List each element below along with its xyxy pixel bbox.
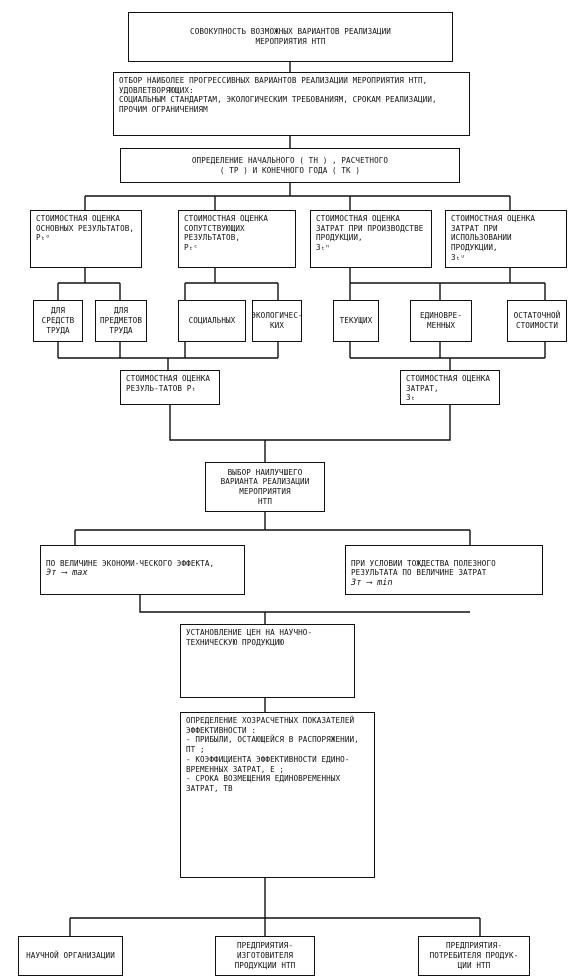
science-org-box: НАУЧНОЙ ОРГАНИЗАЦИИ xyxy=(18,936,123,976)
wire xyxy=(74,512,471,545)
by-costs-label: ПРИ УСЛОВИИ ТОЖДЕСТВА ПОЛЕЗНОГО РЕЗУЛЬТА… xyxy=(351,558,496,578)
side-results-box: СТОИМОСТНАЯ ОЦЕНКА СОПУТСТВУЮЩИХ РЕЗУЛЬТ… xyxy=(178,210,296,268)
wire xyxy=(84,183,511,210)
best-variant-box: ВЫБОР НАИЛУЧШЕГО ВАРИАНТА РЕАЛИЗАЦИИ МЕР… xyxy=(205,462,325,512)
by-effect-formula: Эт ⟶ max xyxy=(46,568,88,579)
labor-objects-box: ДЛЯ ПРЕДМЕТОВ ТРУДА xyxy=(95,300,147,342)
wire xyxy=(439,268,511,300)
consumer-box: ПРЕДПРИЯТИЯ-ПОТРЕБИТЕЛЯ ПРОДУК-ЦИИ НТП xyxy=(418,936,530,976)
usage-costs-box: СТОИМОСТНАЯ ОЦЕНКА ЗАТРАТ ПРИ ИСПОЛЬЗОВА… xyxy=(445,210,567,268)
residual-box: ОСТАТОЧНОЙ СТОИМОСТИ xyxy=(507,300,567,342)
prices-box: УСТАНОВЛЕНИЕ ЦЕН НА НАУЧНО-ТЕХНИЧЕСКУЮ П… xyxy=(180,624,355,698)
wire xyxy=(184,268,279,300)
wire xyxy=(349,268,546,300)
wire xyxy=(57,342,279,370)
wire xyxy=(57,268,121,300)
by-effect-box: ПО ВЕЛИЧИНЕ ЭКОНОМИ-ЧЕСКОГО ЭФФЕКТА, Эт … xyxy=(40,545,245,595)
results-total-box: СТОИМОСТНАЯ ОЦЕНКА РЕЗУЛЬ-ТАТОВ Рₜ xyxy=(120,370,220,405)
labor-means-box: ДЛЯ СРЕДСТВ ТРУДА xyxy=(33,300,83,342)
wire xyxy=(69,878,481,936)
social-box: СОЦИАЛЬНЫХ xyxy=(178,300,246,342)
by-effect-label: ПО ВЕЛИЧИНЕ ЭКОНОМИ-ЧЕСКОГО ЭФФЕКТА, xyxy=(46,558,215,568)
main-results-box: СТОИМОСТНАЯ ОЦЕНКА ОСНОВНЫХ РЕЗУЛЬТАТОВ,… xyxy=(30,210,142,268)
wire xyxy=(349,342,546,370)
selection-box: ОТБОР НАИБОЛЕЕ ПРОГРЕССИВНЫХ ВАРИАНТОВ Р… xyxy=(113,72,470,136)
ecological-box: ЭКОЛОГИЧЕС-КИХ xyxy=(252,300,302,342)
wire xyxy=(169,405,451,462)
indicators-box: ОПРЕДЕЛЕНИЕ ХОЗРАСЧЕТНЫХ ПОКАЗАТЕЛЕЙ ЭФФ… xyxy=(180,712,375,878)
one-time-box: ЕДИНОВРЕ-МЕННЫХ xyxy=(410,300,472,342)
wire xyxy=(139,595,470,624)
by-costs-box: ПРИ УСЛОВИИ ТОЖДЕСТВА ПОЛЕЗНОГО РЕЗУЛЬТА… xyxy=(345,545,543,595)
maker-box: ПРЕДПРИЯТИЯ-ИЗГОТОВИТЕЛЯ ПРОДУКЦИИ НТП xyxy=(215,936,315,976)
current-box: ТЕКУЩИХ xyxy=(333,300,379,342)
years-box: ОПРЕДЕЛЕНИЕ НАЧАЛЬНОГО ( tн ) , РАСЧЕТНО… xyxy=(120,148,460,183)
by-costs-formula: Зт ⟶ min xyxy=(351,578,393,589)
all-variants-box: СОВОКУПНОСТЬ ВОЗМОЖНЫХ ВАРИАНТОВ РЕАЛИЗА… xyxy=(128,12,453,62)
production-costs-box: СТОИМОСТНАЯ ОЦЕНКА ЗАТРАТ ПРИ ПРОИЗВОДСТ… xyxy=(310,210,432,268)
costs-total-box: СТОИМОСТНАЯ ОЦЕНКА ЗАТРАТ, Зₜ xyxy=(400,370,500,405)
